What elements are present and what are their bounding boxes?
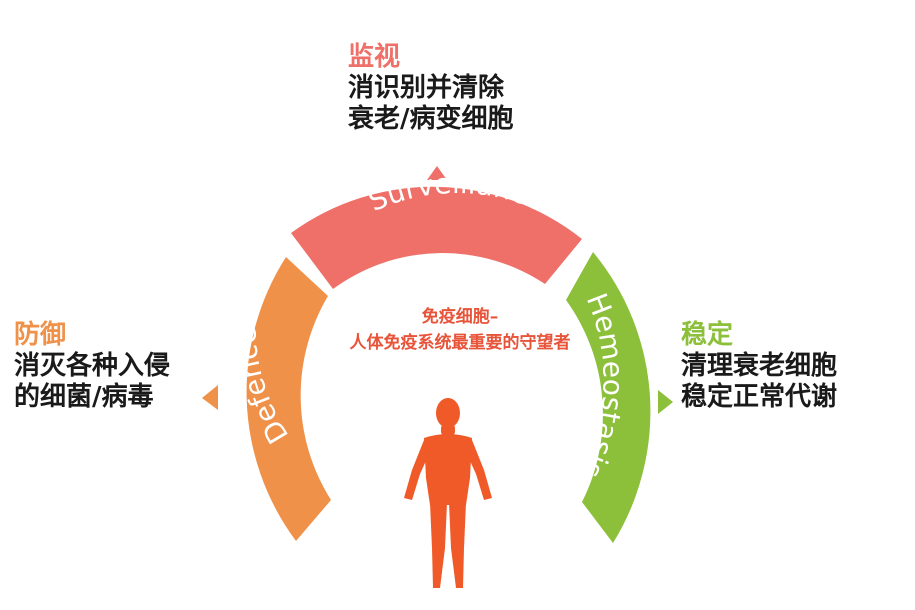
- surveillance-segment: Surveillance: [291, 166, 582, 289]
- defence-line-2: 的细菌/病毒: [14, 382, 154, 413]
- defence-description: 防御 消灭各种入侵 的细菌/病毒: [14, 320, 170, 414]
- homeostasis-line-2: 稳定正常代谢: [681, 382, 838, 413]
- homeostasis-segment: Hemeostasis: [566, 252, 673, 543]
- defence-arc: [246, 257, 331, 541]
- homeostasis-pointer: [658, 390, 673, 414]
- homeostasis-line-1: 清理衰老细胞: [681, 351, 838, 382]
- center-caption: 免疫细胞– 人体免疫系统最重要的守望者: [300, 304, 620, 357]
- defence-heading: 防御: [14, 320, 67, 350]
- homeostasis-heading: 稳定: [681, 320, 734, 350]
- defence-pointer: [202, 385, 218, 410]
- surveillance-description: 监视 消识别并清除 衰老/病变细胞: [348, 42, 514, 136]
- human-body-icon: [404, 398, 492, 588]
- center-caption-line-1: 免疫细胞–: [421, 307, 499, 327]
- surveillance-pointer: [427, 166, 447, 180]
- defence-segment: Defence: [202, 257, 331, 541]
- surveillance-line-2: 衰老/病变细胞: [348, 104, 514, 135]
- defence-line-1: 消灭各种入侵: [14, 351, 171, 382]
- center-caption-line-2: 人体免疫系统最重要的守望者: [349, 333, 571, 354]
- homeostasis-arc: [566, 252, 651, 543]
- surveillance-arc: [291, 186, 582, 289]
- homeostasis-description: 稳定 清理衰老细胞 稳定正常代谢: [681, 320, 837, 414]
- surveillance-heading: 监视: [348, 42, 401, 72]
- surveillance-line-1: 消识别并清除: [348, 73, 505, 104]
